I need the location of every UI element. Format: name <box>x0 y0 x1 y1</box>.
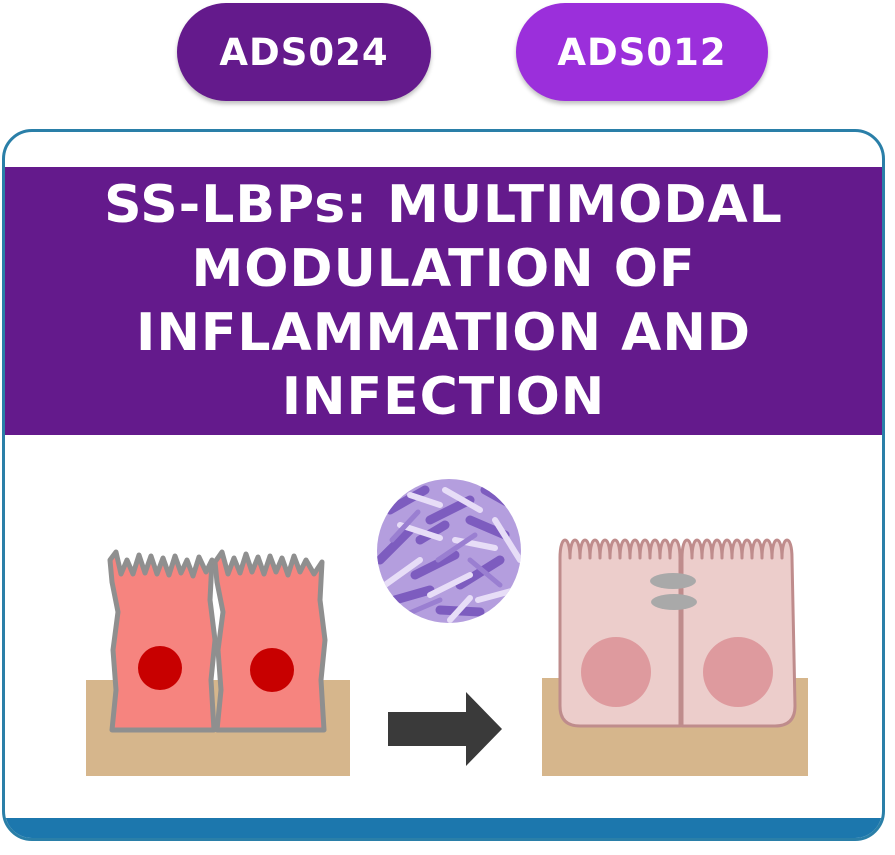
inflamed-epithelium-icon <box>86 549 350 776</box>
arrow-right-icon <box>388 692 502 766</box>
nucleus-right <box>250 648 294 692</box>
inflamed-cell-right <box>212 549 328 733</box>
tight-junction-top <box>650 573 696 589</box>
nucleus-left <box>138 646 182 690</box>
tag-ads012: ADS012 <box>516 3 768 101</box>
tight-junction-bottom <box>651 594 697 610</box>
tag-ads024: ADS024 <box>177 3 431 101</box>
healthy-nucleus-right <box>703 637 773 707</box>
healthy-nucleus-left <box>581 637 651 707</box>
card-bottom-bar <box>5 818 882 838</box>
banner-title: SS-LBPs: MULTIMODAL MODULATION OF INFLAM… <box>104 175 783 427</box>
healthy-epithelium-icon <box>542 538 808 776</box>
title-banner: SS-LBPs: MULTIMODAL MODULATION OF INFLAM… <box>5 167 882 435</box>
bacteria-icon <box>377 479 521 623</box>
inflamed-cell-left <box>107 549 218 733</box>
